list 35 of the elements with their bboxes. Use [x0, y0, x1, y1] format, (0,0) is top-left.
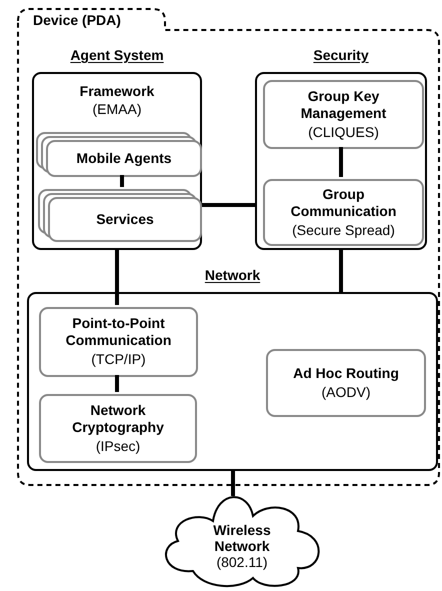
component-box: [266, 349, 426, 417]
component-title: Mobile Agents: [76, 150, 172, 167]
device-boundary: [17, 8, 440, 486]
connector-line: [115, 375, 119, 392]
group-heading: Security: [313, 46, 369, 64]
stacked-boxes: [36, 132, 202, 177]
component-box: [39, 307, 198, 377]
component-title: Point-to-Point Communication: [64, 315, 172, 349]
component-box: [39, 394, 197, 463]
component-box: [263, 80, 424, 149]
cloud-subtitle: (802.11): [216, 554, 268, 570]
component-subtitle: (AODV): [322, 382, 370, 402]
component-title: Group Key Management: [300, 88, 388, 122]
component-title: Group Communication: [290, 186, 398, 220]
connector-line: [120, 175, 124, 187]
component-title: Services: [96, 211, 154, 228]
component-subtitle: (EMAA): [92, 101, 142, 118]
component-subtitle: (IPsec): [96, 436, 140, 456]
component-title: Framework: [78, 83, 156, 100]
connector-line: [339, 147, 343, 177]
device-title: Device (PDA): [33, 11, 121, 29]
component-subtitle: (CLIQUES): [308, 122, 379, 142]
component-title: Ad Hoc Routing: [293, 364, 399, 382]
cloud-title: Wireless Network: [212, 522, 272, 554]
stacked-boxes: [38, 189, 202, 242]
connector-line: [202, 203, 255, 207]
connector-line: [339, 250, 343, 292]
connector-line: [231, 471, 235, 496]
component-subtitle: (Secure Spread): [292, 220, 395, 240]
component-title: Network Cryptography: [71, 402, 165, 436]
component-subtitle: (TCP/IP): [91, 350, 146, 369]
group-heading: Network: [204, 266, 260, 284]
component-box: [263, 179, 424, 246]
connector-line: [115, 250, 119, 305]
group-heading: Agent System: [70, 46, 164, 64]
